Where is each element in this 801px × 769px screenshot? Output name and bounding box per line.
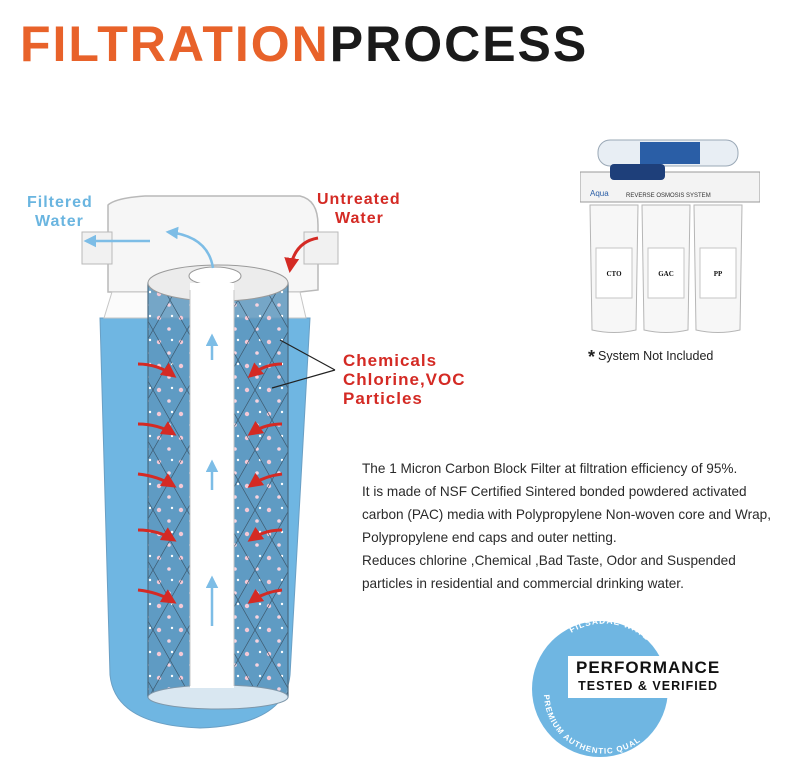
stage-label-gac: GAC <box>658 270 674 278</box>
description-line: It is made of NSF Certified Sintered bon… <box>362 484 747 499</box>
contaminants-label: Chemicals Chlorine,VOC Particles <box>343 351 466 408</box>
chemicals-text: Chemicals <box>343 351 438 370</box>
note-text: System Not Included <box>598 349 714 363</box>
title-process: PROCESS <box>329 16 589 72</box>
stage-label-cto: CTO <box>606 270 622 278</box>
description-line: Polypropylene end caps and outer netting… <box>362 530 617 545</box>
particles-text: Particles <box>343 389 423 408</box>
stage-label-pp: PP <box>714 270 723 278</box>
page-title: FILTRATIONPROCESS <box>20 14 588 74</box>
product-system-label: REVERSE OSMOSIS SYSTEM <box>626 193 711 199</box>
water-word: Water <box>35 213 84 230</box>
callout-line <box>271 339 336 389</box>
outlet-port <box>81 231 113 265</box>
housing-cap <box>107 195 319 293</box>
untreated-water-label: Untreated Water <box>317 190 401 228</box>
contaminant-arrows <box>137 362 283 604</box>
outlet-flow-arrow <box>165 226 215 269</box>
filtered-water-label: Filtered Water <box>27 193 93 231</box>
inlet-flow-arrow <box>284 236 319 273</box>
filtered-word: Filtered <box>27 194 93 211</box>
description-line: Reduces chlorine ,Chemical ,Bad Taste, O… <box>362 553 736 568</box>
block-bottom-cap <box>147 684 289 710</box>
ro-system-product-image: Aqua REVERSE OSMOSIS SYSTEM CTO GAC PP <box>580 139 760 333</box>
inlet-port <box>303 231 339 265</box>
untreated-word: Untreated <box>317 191 401 208</box>
system-not-included-note: *System Not Included <box>588 347 713 368</box>
seal-line-tested: TESTED & VERIFIED <box>578 679 719 693</box>
seal-text-box: PERFORMANCE TESTED & VERIFIED <box>568 656 729 698</box>
description-line: The 1 Micron Carbon Block Filter at filt… <box>362 461 738 476</box>
description-line: particles in residential and commercial … <box>362 576 684 591</box>
title-filtration: FILTRATION <box>20 16 330 72</box>
product-brand: Aqua <box>590 189 609 198</box>
water-word: Water <box>335 210 384 227</box>
asterisk-mark: * <box>588 347 596 367</box>
chlorine-voc-text: Chlorine,VOC <box>343 370 466 389</box>
description-line: carbon (PAC) media with Polypropylene No… <box>362 507 772 522</box>
product-description: The 1 Micron Carbon Block Filter at filt… <box>362 457 798 595</box>
seal-line-performance: PERFORMANCE <box>576 658 721 677</box>
